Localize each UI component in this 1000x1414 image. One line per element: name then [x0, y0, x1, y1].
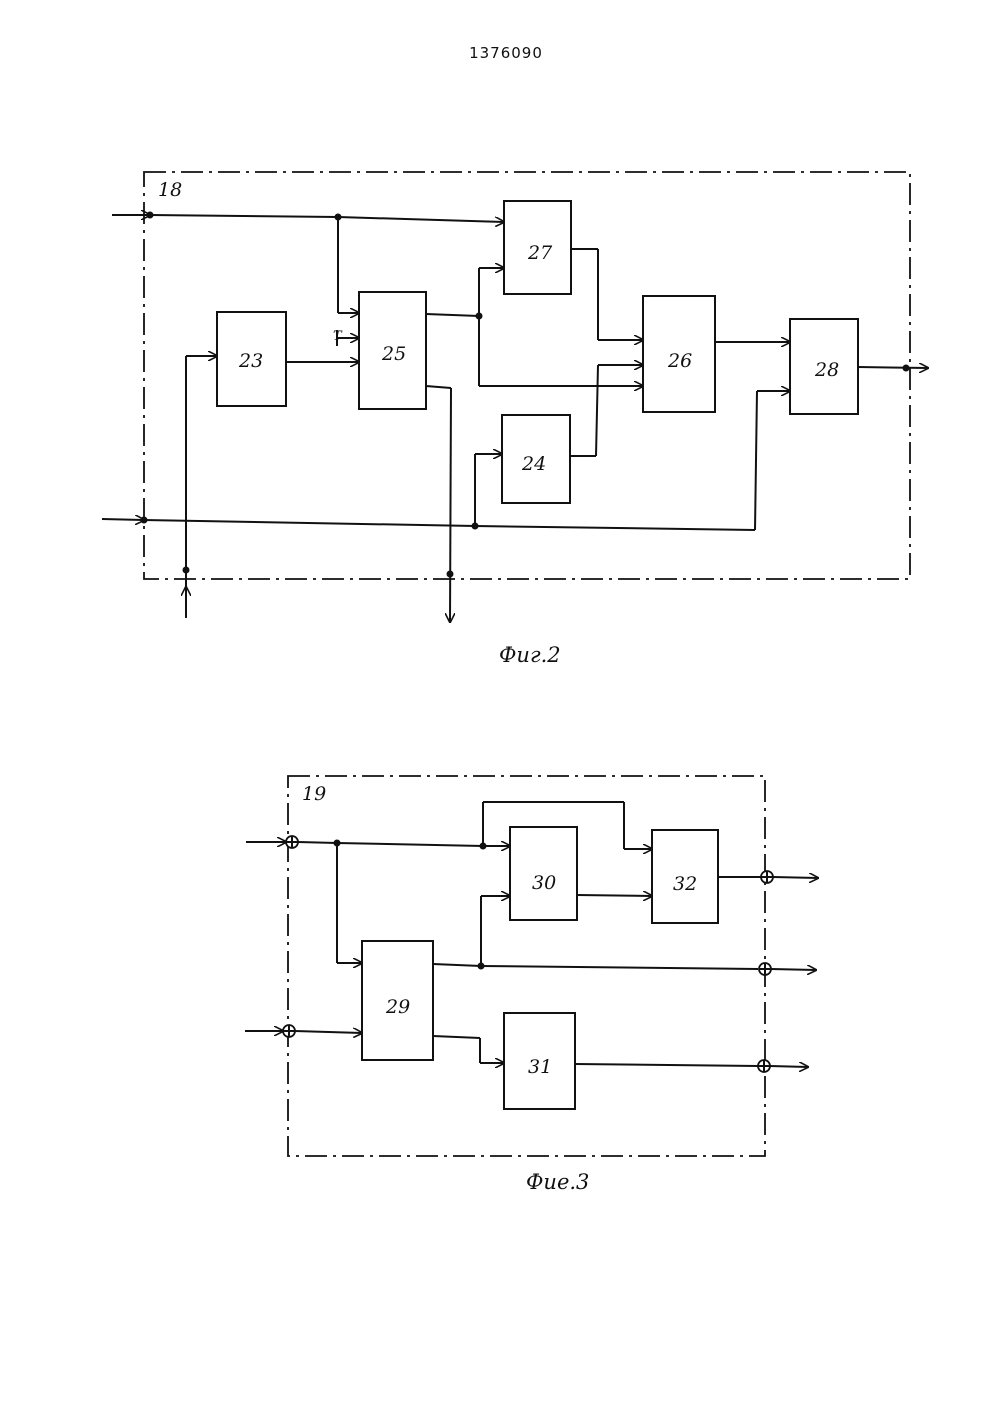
fig2-block-25: 25 [359, 292, 426, 409]
fig3-block-30: 30 [510, 827, 577, 920]
fig3-frame-label: 19 [302, 783, 326, 805]
fig3-block-31: 31 [504, 1013, 575, 1109]
fig2-block-23: 23 [217, 312, 286, 406]
fig2-frame-label: 18 [158, 179, 182, 201]
fig3-caption: Фие.3 [526, 1170, 589, 1194]
fig2-block-26: 26 [643, 296, 715, 412]
fig3-block-30-label: 30 [532, 872, 556, 894]
fig2-block-24: 24 [502, 415, 570, 503]
fig3-output-3 [770, 1066, 808, 1067]
fig3-block-32: 32 [652, 830, 718, 923]
fig3-output-1 [773, 877, 818, 878]
fig3-block-31-label: 31 [528, 1056, 552, 1078]
fig3-block-29-label: 29 [385, 996, 410, 1018]
fig3-output-2 [771, 969, 816, 970]
fig2-t-label: T [333, 329, 343, 344]
fig3-block-32-label: 32 [673, 873, 697, 895]
fig2-input-middle [102, 519, 144, 520]
fig3-diagram: 19 [245, 776, 818, 1156]
fig2-block-28-label: 28 [814, 359, 839, 381]
fig2-block-27: 27 [504, 201, 571, 294]
fig2-diagram: 18 T [102, 172, 928, 622]
fig2-block-24-label: 24 [521, 453, 546, 475]
fig2-block-25-label: 25 [381, 343, 406, 365]
fig2-block-28: 28 [790, 319, 858, 414]
fig2-block-26-label: 26 [667, 350, 692, 372]
fig2-block-23-label: 23 [238, 350, 263, 372]
fig3-block-29: 29 [362, 941, 433, 1060]
fig2-block-27-label: 27 [527, 242, 553, 264]
fig2-caption: Фиг.2 [499, 643, 561, 667]
